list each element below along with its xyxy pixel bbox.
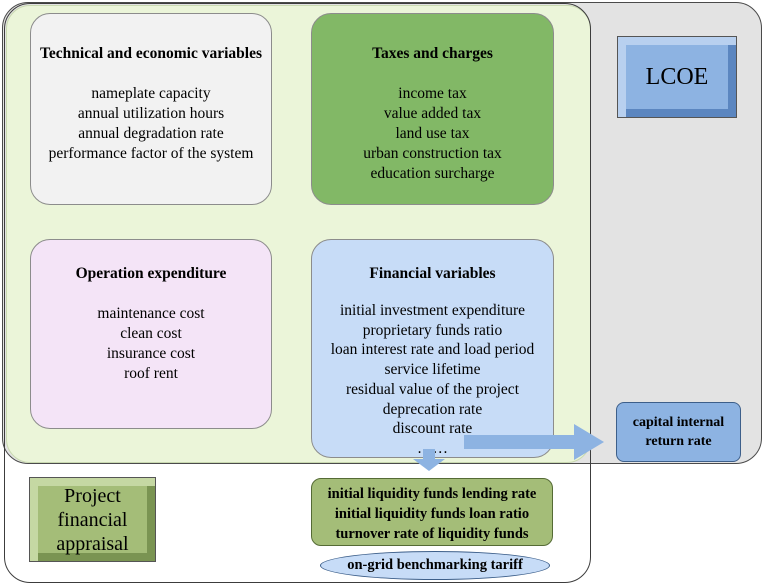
operation-expenditure-title: Operation expenditure (75, 265, 227, 282)
technical-item: performance factor of the system (48, 145, 254, 162)
financial-item: deprecation rate (382, 400, 483, 418)
operation-item: insurance cost (106, 345, 196, 362)
liquidity-item: initial liquidity funds lending rate (327, 486, 537, 502)
financial-variables-box: Financial variables initial investment e… (311, 239, 554, 458)
tax-item: urban construction tax (363, 145, 502, 162)
capital-irr-box: capital internal return rate (616, 402, 741, 462)
project-appraisal-box: Project financial appraisal (29, 477, 156, 562)
tax-item: land use tax (395, 125, 470, 142)
financial-item: initial investment expenditure (339, 302, 526, 319)
project-appraisal-region (4, 3, 591, 583)
financial-item: residual value of the project (345, 380, 519, 398)
operation-expenditure-box: Operation expenditure maintenance cost c… (30, 239, 272, 429)
project-appraisal-label: Project financial appraisal (56, 484, 129, 555)
liquidity-funds-box: initial liquidity funds lending rate ini… (311, 478, 553, 546)
technical-item: annual utilization hours (77, 105, 225, 122)
lcoe-label: LCOE (645, 63, 709, 90)
down-arrow-icon (413, 449, 445, 471)
technical-economic-title: Technical and economic variables (39, 45, 263, 62)
technical-item: nameplate capacity (91, 85, 211, 102)
financial-item: proprietary funds ratio (362, 321, 503, 339)
operation-item: maintenance cost (97, 305, 205, 322)
on-grid-tariff-label: on-grid benchmarking tariff (347, 557, 523, 573)
right-arrow-icon (464, 424, 604, 460)
operation-item: clean cost (120, 325, 182, 342)
liquidity-item: initial liquidity funds loan ratio (334, 506, 530, 522)
financial-variables-title: Financial variables (369, 265, 496, 282)
capital-irr-label: capital internal return rate (632, 415, 725, 449)
lcoe-box: LCOE (617, 36, 737, 118)
operation-item: roof rent (124, 365, 178, 382)
technical-item: annual degradation rate (78, 125, 224, 142)
financial-item: discount rate (392, 420, 473, 438)
financial-item: loan interest rate and load period (330, 341, 535, 359)
financial-item: service lifetime (384, 361, 481, 379)
liquidity-item: turnover rate of liquidity funds (335, 526, 529, 542)
tax-item: value added tax (383, 105, 482, 122)
tax-item: income tax (398, 85, 467, 102)
on-grid-tariff-ellipse: on-grid benchmarking tariff (320, 551, 550, 580)
technical-economic-box: Technical and economic variables namepla… (30, 13, 272, 205)
taxes-charges-title: Taxes and charges (372, 45, 493, 62)
tax-item: education surcharge (370, 165, 495, 182)
taxes-charges-box: Taxes and charges income tax value added… (311, 13, 554, 205)
